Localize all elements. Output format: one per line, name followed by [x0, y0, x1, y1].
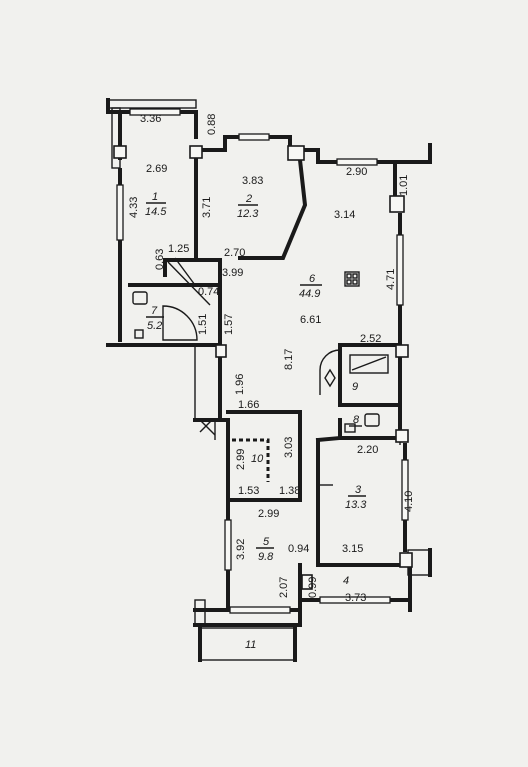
- dim-3-03: 3.03: [283, 437, 295, 458]
- room-3-area: 13.3: [345, 499, 367, 511]
- room-6-number: 6: [309, 273, 316, 285]
- fixtures: [132, 271, 389, 567]
- room-5-area: 9.8: [258, 551, 274, 563]
- dim-0-88: 0.88: [206, 114, 218, 135]
- dim-8-17: 8.17: [283, 349, 295, 370]
- dim-2-99-vertical: 2.99: [235, 449, 247, 470]
- dim-2-52: 2.52: [360, 333, 381, 345]
- dim-3-99: 3.99: [222, 267, 243, 279]
- dim-1-01: 1.01: [398, 175, 410, 196]
- windows: [116, 108, 409, 614]
- dim-0-94: 0.94: [288, 543, 309, 555]
- room-2-number: 2: [245, 193, 252, 205]
- dim-3-83: 3.83: [242, 175, 263, 187]
- dim-2-20: 2.20: [357, 444, 378, 456]
- room-11-number: 11: [245, 639, 256, 651]
- dim-2-99-horizontal: 2.99: [258, 508, 279, 520]
- room-8-number: 8: [353, 414, 360, 426]
- room-2-area: 12.3: [237, 208, 259, 220]
- dim-2-70: 2.70: [224, 247, 245, 259]
- dim-1-57: 1.57: [223, 314, 235, 335]
- room-7-number: 7: [151, 305, 158, 317]
- dim-4-33: 4.33: [128, 197, 140, 218]
- dim-6-61: 6.61: [300, 314, 321, 326]
- dim-3-92: 3.92: [235, 539, 247, 560]
- dim-4-71: 4.71: [385, 269, 397, 290]
- dim-1-96: 1.96: [234, 374, 246, 395]
- room-3-number: 3: [355, 484, 362, 496]
- dim-0-63: 0.63: [154, 249, 166, 270]
- room-6-area: 44.9: [299, 288, 320, 300]
- dim-1-51: 1.51: [197, 314, 209, 335]
- dim-3-36: 3.36: [140, 113, 161, 125]
- dim-1-25: 1.25: [168, 243, 189, 255]
- dim-2-07: 2.07: [278, 577, 290, 598]
- room-7-area: 5.2: [147, 320, 162, 332]
- walls: [106, 98, 432, 662]
- dim-1-38: 1.38: [279, 485, 300, 497]
- room-5-number: 5: [263, 536, 270, 548]
- dim-0-99: 0.99: [307, 577, 319, 598]
- room-10-number: 10: [251, 453, 264, 465]
- dim-2-69: 2.69: [146, 163, 167, 175]
- dim-1-66: 1.66: [238, 399, 259, 411]
- dim-0-74: 0.74: [198, 286, 219, 298]
- room-9-number: 9: [352, 381, 358, 393]
- room-4-number: 4: [343, 575, 349, 587]
- dim-3-73: 3.73: [345, 592, 366, 604]
- dimension-labels: 3.36 0.88 2.69 4.33 3.71 3.83 2.90 1.01 …: [128, 113, 415, 604]
- dim-1-53: 1.53: [238, 485, 259, 497]
- dim-3-71: 3.71: [201, 197, 213, 218]
- dim-3-14: 3.14: [334, 209, 355, 221]
- dim-4-10: 4.10: [403, 491, 415, 512]
- room-1-number: 1: [152, 191, 158, 203]
- room-1-area: 14.5: [145, 206, 167, 218]
- dim-2-90: 2.90: [346, 166, 367, 178]
- outline-details: [107, 99, 431, 661]
- columns: [113, 145, 413, 590]
- dim-3-15: 3.15: [342, 543, 363, 555]
- room-labels: 1 14.5 2 12.3 6 44.9 7 5.2 9 8 10 3 13.3…: [145, 191, 367, 651]
